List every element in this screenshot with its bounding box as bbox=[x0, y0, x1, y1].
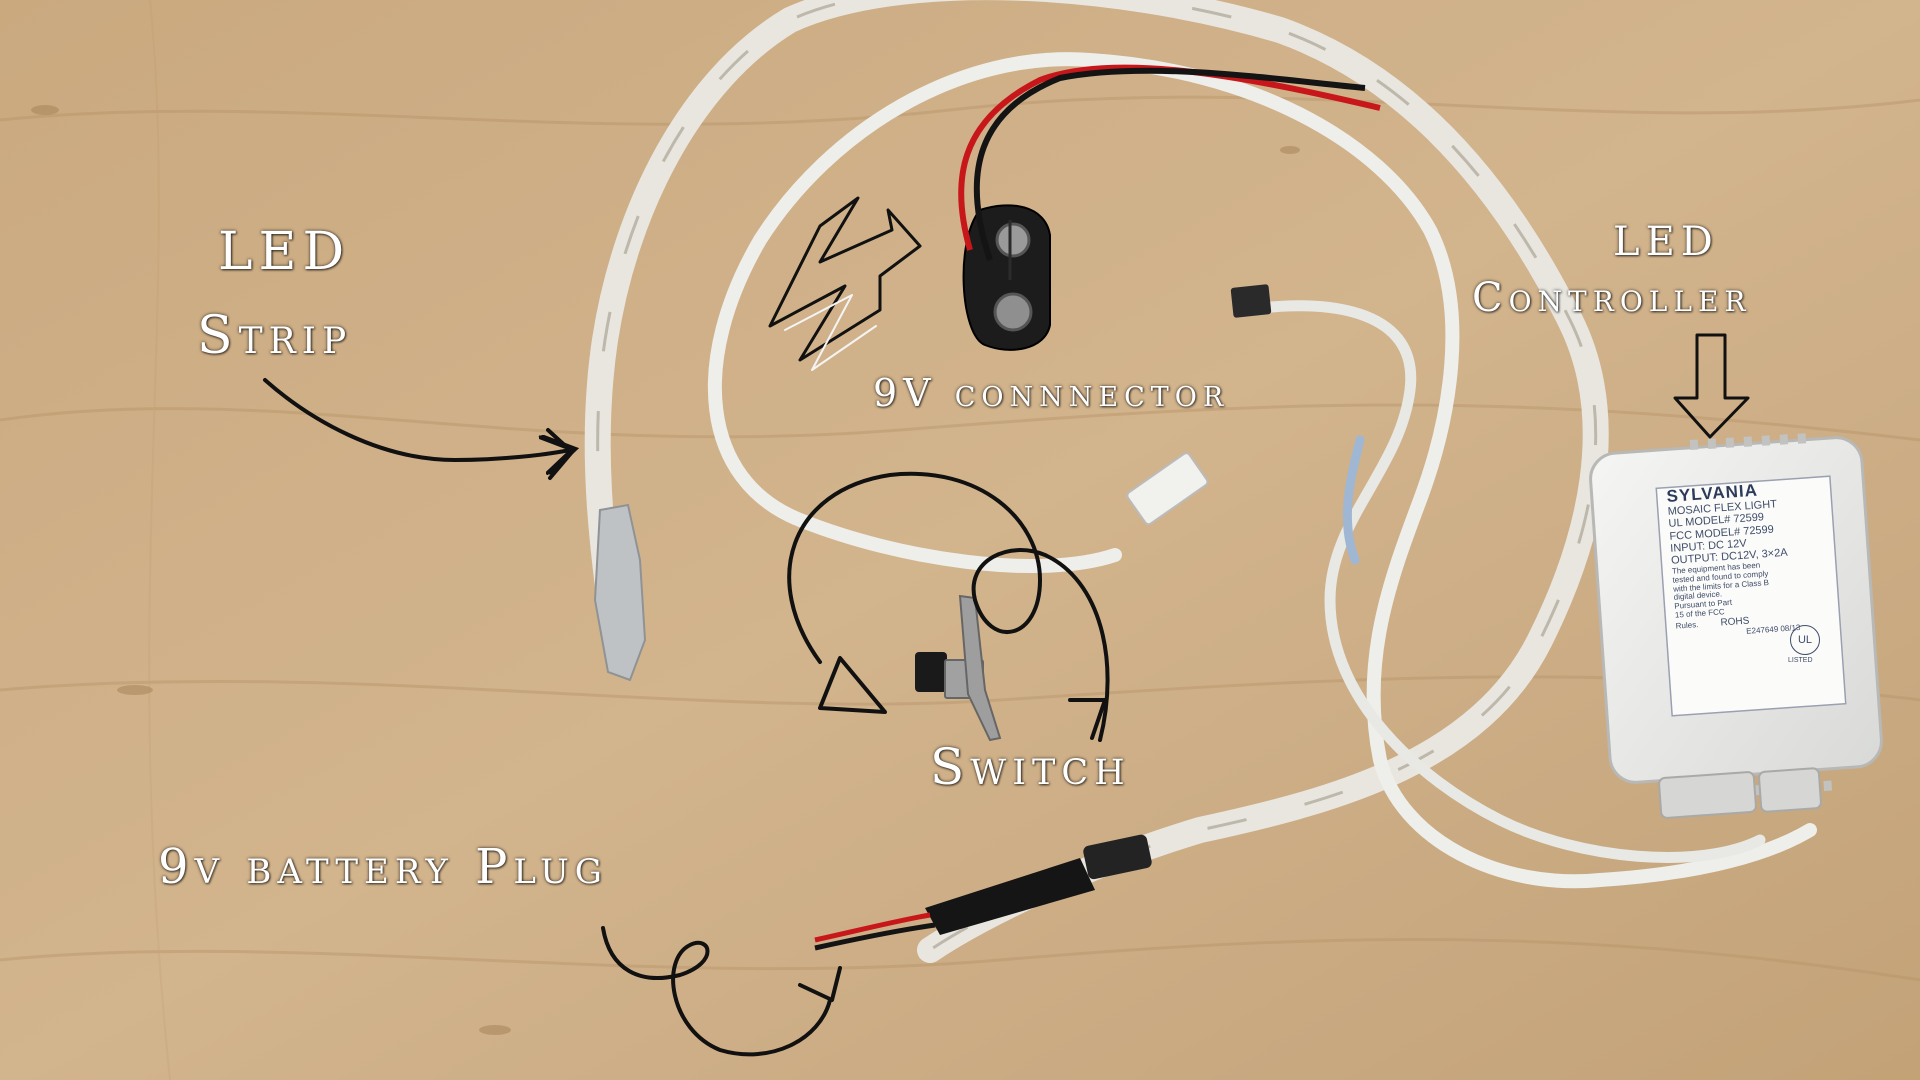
jst-connector-top bbox=[1230, 284, 1272, 318]
caption-switch: Switch bbox=[930, 738, 1131, 796]
white-cable-loop bbox=[708, 52, 1817, 889]
led-controller-box bbox=[1589, 433, 1883, 819]
arrow-led-strip bbox=[263, 378, 570, 460]
jst-connector-mid bbox=[1126, 452, 1209, 526]
nine-v-battery-snap bbox=[962, 204, 1051, 351]
ul-listed-text: LISTED bbox=[1788, 657, 1813, 664]
caption-9v-connector: 9V connnector bbox=[873, 371, 1230, 415]
ul-listed-mark: UL bbox=[1790, 625, 1820, 655]
slide-switch bbox=[915, 594, 1002, 742]
caption-battery-plug: 9v battery Plug bbox=[158, 839, 608, 895]
ul-mark-text: UL bbox=[1797, 634, 1813, 646]
fcc-rules: Rules. bbox=[1675, 620, 1699, 631]
loop-arrow-switch-head-right bbox=[1068, 698, 1107, 740]
wire-black-top bbox=[973, 67, 1366, 261]
zigzag-arrow-9v-inner bbox=[784, 294, 877, 371]
caption-led-controller-line2: Controller bbox=[1472, 275, 1752, 321]
curl-arrow-battery-head bbox=[798, 966, 842, 1002]
controller-lead-cable bbox=[1256, 300, 1766, 863]
loop-arrow-switch bbox=[787, 471, 1110, 742]
loop-arrow-switch-head-left bbox=[818, 656, 887, 714]
zigzag-arrow-9v bbox=[768, 196, 922, 362]
curl-arrow-battery bbox=[601, 926, 832, 1057]
controller-label-text: SYLVANIA MOSAIC FLEX LIGHT UL MODEL# 725… bbox=[1666, 478, 1801, 641]
barrel-plug bbox=[814, 834, 1152, 951]
led-strip-edge bbox=[596, 0, 1598, 952]
wood-knots bbox=[31, 105, 1300, 1035]
arrow-led-controller bbox=[1673, 333, 1750, 439]
annotation-arrows bbox=[263, 196, 1750, 1057]
wire-red-top bbox=[958, 64, 1381, 251]
caption-led-controller-line1: LED bbox=[1613, 219, 1719, 265]
arrow-led-strip-head bbox=[546, 428, 574, 480]
caption-led-strip-line2: Strip bbox=[197, 306, 353, 366]
caption-led-strip-line1: LED bbox=[218, 222, 351, 282]
blue-stripe-cable bbox=[1342, 435, 1365, 565]
foil-wrapped-end bbox=[593, 503, 647, 682]
